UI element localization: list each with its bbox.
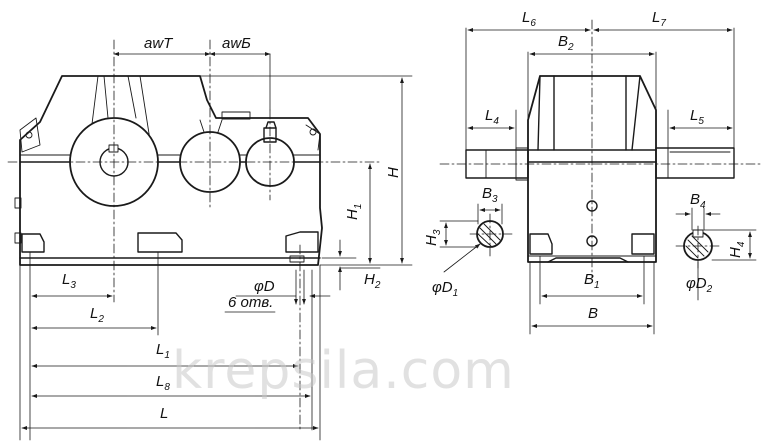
front-inspection-cover (221, 111, 251, 120)
front-bolt-right (309, 128, 317, 136)
label-H: H (385, 167, 402, 178)
label-L3: L3 (62, 271, 76, 291)
front-rib-right (127, 75, 151, 141)
label-D1: φD1 (432, 279, 458, 299)
label-D: φD (254, 278, 275, 295)
label-L8: L8 (156, 373, 170, 393)
label-L: L (160, 405, 168, 422)
label-B: B (588, 305, 598, 322)
watermark: krepsila.com (172, 341, 515, 401)
front-dimensions: awT awБ H H1 H2 φD 6 отв. (19, 35, 413, 441)
side-shaft-right (655, 147, 735, 179)
front-bolt-left (25, 131, 33, 139)
label-L1: L1 (156, 341, 170, 361)
label-B4: B4 (690, 191, 706, 211)
label-holes: 6 отв. (228, 294, 273, 311)
front-housing (19, 75, 323, 266)
side-foot-right (631, 233, 655, 255)
label-L2: L2 (90, 305, 104, 325)
label-L5: L5 (690, 107, 704, 127)
label-H1: H1 (344, 204, 364, 220)
front-foot-right (285, 231, 319, 253)
side-dimensions: L6 L7 B2 L4 L5 B1 B (423, 9, 757, 335)
label-D2: φD2 (686, 275, 713, 295)
front-view (7, 39, 381, 431)
label-B1: B1 (584, 271, 600, 291)
front-foot-middle (137, 232, 183, 253)
label-L6: L6 (522, 9, 536, 29)
label-L4: L4 (485, 107, 499, 127)
label-B3: B3 (482, 185, 498, 205)
label-B2: B2 (558, 33, 574, 53)
label-awB: awБ (222, 35, 251, 52)
side-foot-left (529, 233, 553, 255)
front-foot-left (21, 233, 45, 253)
label-awT: awT (144, 35, 174, 52)
label-H3: H3 (423, 229, 443, 246)
label-H4: H4 (727, 241, 747, 258)
side-view (439, 19, 761, 279)
label-L7: L7 (652, 9, 666, 29)
label-H2: H2 (364, 271, 381, 291)
